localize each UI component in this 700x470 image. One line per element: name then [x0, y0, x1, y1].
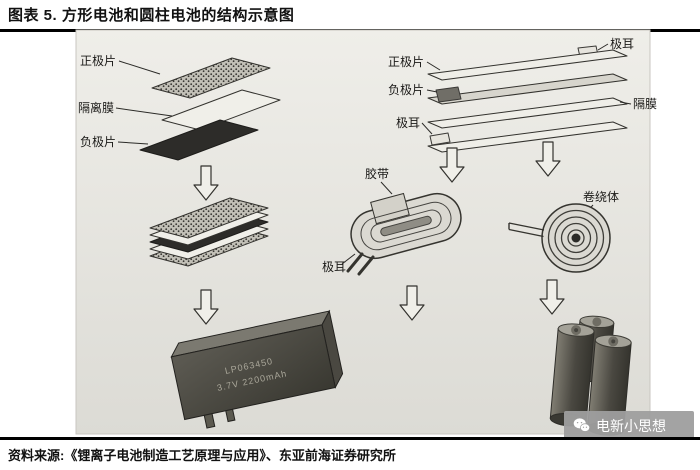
spiral-winding — [508, 203, 611, 273]
down-arrow — [439, 147, 465, 183]
flat-jelly-roll — [350, 192, 462, 260]
spiral-tail — [508, 222, 545, 238]
figure-footer: 资料来源:《锂离子电池制造工艺原理与应用》、东亚前海证券研究所 — [0, 437, 700, 470]
cell-terminal-dot — [574, 328, 579, 333]
spiral-center — [571, 233, 581, 243]
positive-electrode-sheet — [151, 57, 271, 99]
roll-winding — [370, 209, 442, 243]
watermark-text: 电新小思想 — [596, 417, 666, 434]
label-tab-top: 极耳 — [610, 37, 634, 51]
down-arrow — [539, 279, 565, 315]
pointer-line — [341, 253, 356, 265]
label-negative-sheet-left: 负极片 — [80, 135, 116, 149]
negative-strip — [427, 73, 628, 105]
down-arrow — [193, 165, 219, 201]
label-winding-body: 卷绕体 — [583, 189, 619, 204]
down-arrow — [399, 285, 425, 321]
battery-terminal — [225, 408, 236, 423]
down-arrow — [535, 141, 561, 177]
prismatic-layers-group: 正极片 隔离膜 负极片 — [78, 54, 281, 161]
separator-sheet — [161, 89, 281, 131]
spiral-ring — [547, 209, 605, 267]
spiral-ring — [567, 229, 585, 247]
negative-electrode-sheet — [139, 119, 259, 161]
diagram-scan-area: 正极片 隔离膜 负极片 — [0, 28, 700, 440]
roll-winding — [360, 201, 452, 251]
cell-terminal-dot — [611, 339, 616, 344]
pointer-line — [115, 107, 173, 117]
tab-left — [429, 132, 451, 146]
watermark: 电新小思想 — [564, 411, 694, 440]
spiral-ring — [554, 216, 598, 260]
pointer-line — [421, 122, 433, 135]
cell-terminal — [592, 317, 602, 327]
label-tape: 胶带 — [365, 166, 389, 181]
source-text: 资料来源:《锂离子电池制造工艺原理与应用》、东亚前海证券研究所 — [8, 448, 396, 463]
label-separator-left: 隔离膜 — [78, 100, 114, 115]
label-positive-sheet-left: 正极片 — [80, 54, 116, 68]
positive-strip — [427, 49, 628, 81]
label-positive-sheet-right: 正极片 — [388, 55, 424, 69]
spiral-ring — [560, 222, 592, 254]
label-tab-roll: 极耳 — [322, 260, 346, 274]
wound-strips-group: 极耳 正极片 负极片 隔膜 极耳 — [388, 37, 657, 153]
prismatic-battery: LP063450 3.7V 2200mAh — [170, 309, 344, 429]
electrode-strip — [427, 121, 628, 153]
label-negative-sheet-right: 负极片 — [388, 83, 424, 97]
pointer-line — [619, 101, 632, 105]
pointer-line — [426, 61, 441, 71]
pointer-line — [597, 43, 609, 51]
pointer-line — [426, 89, 438, 93]
roll-core — [380, 215, 432, 237]
battery-body — [170, 324, 336, 421]
battery-structure-diagram: 正极片 隔离膜 负极片 — [75, 29, 657, 436]
wechat-icon — [573, 417, 590, 434]
pointer-line — [118, 60, 161, 75]
roll-tabs — [346, 252, 375, 276]
stacked-electrodes — [149, 197, 269, 267]
stack-layer — [149, 197, 269, 239]
battery-terminal — [203, 413, 216, 429]
figure-title: 图表 5. 方形电池和圆柱电池的结构示意图 — [8, 7, 295, 24]
cell-body — [549, 327, 595, 422]
cylindrical-cells — [549, 315, 632, 436]
label-separator-right: 隔膜 — [633, 97, 657, 111]
pointer-line — [380, 181, 393, 195]
separator-strip — [427, 97, 628, 129]
pointer-line — [117, 141, 149, 145]
negative-tab — [435, 86, 462, 103]
label-tab-left: 极耳 — [396, 116, 420, 130]
down-arrow — [193, 289, 219, 325]
